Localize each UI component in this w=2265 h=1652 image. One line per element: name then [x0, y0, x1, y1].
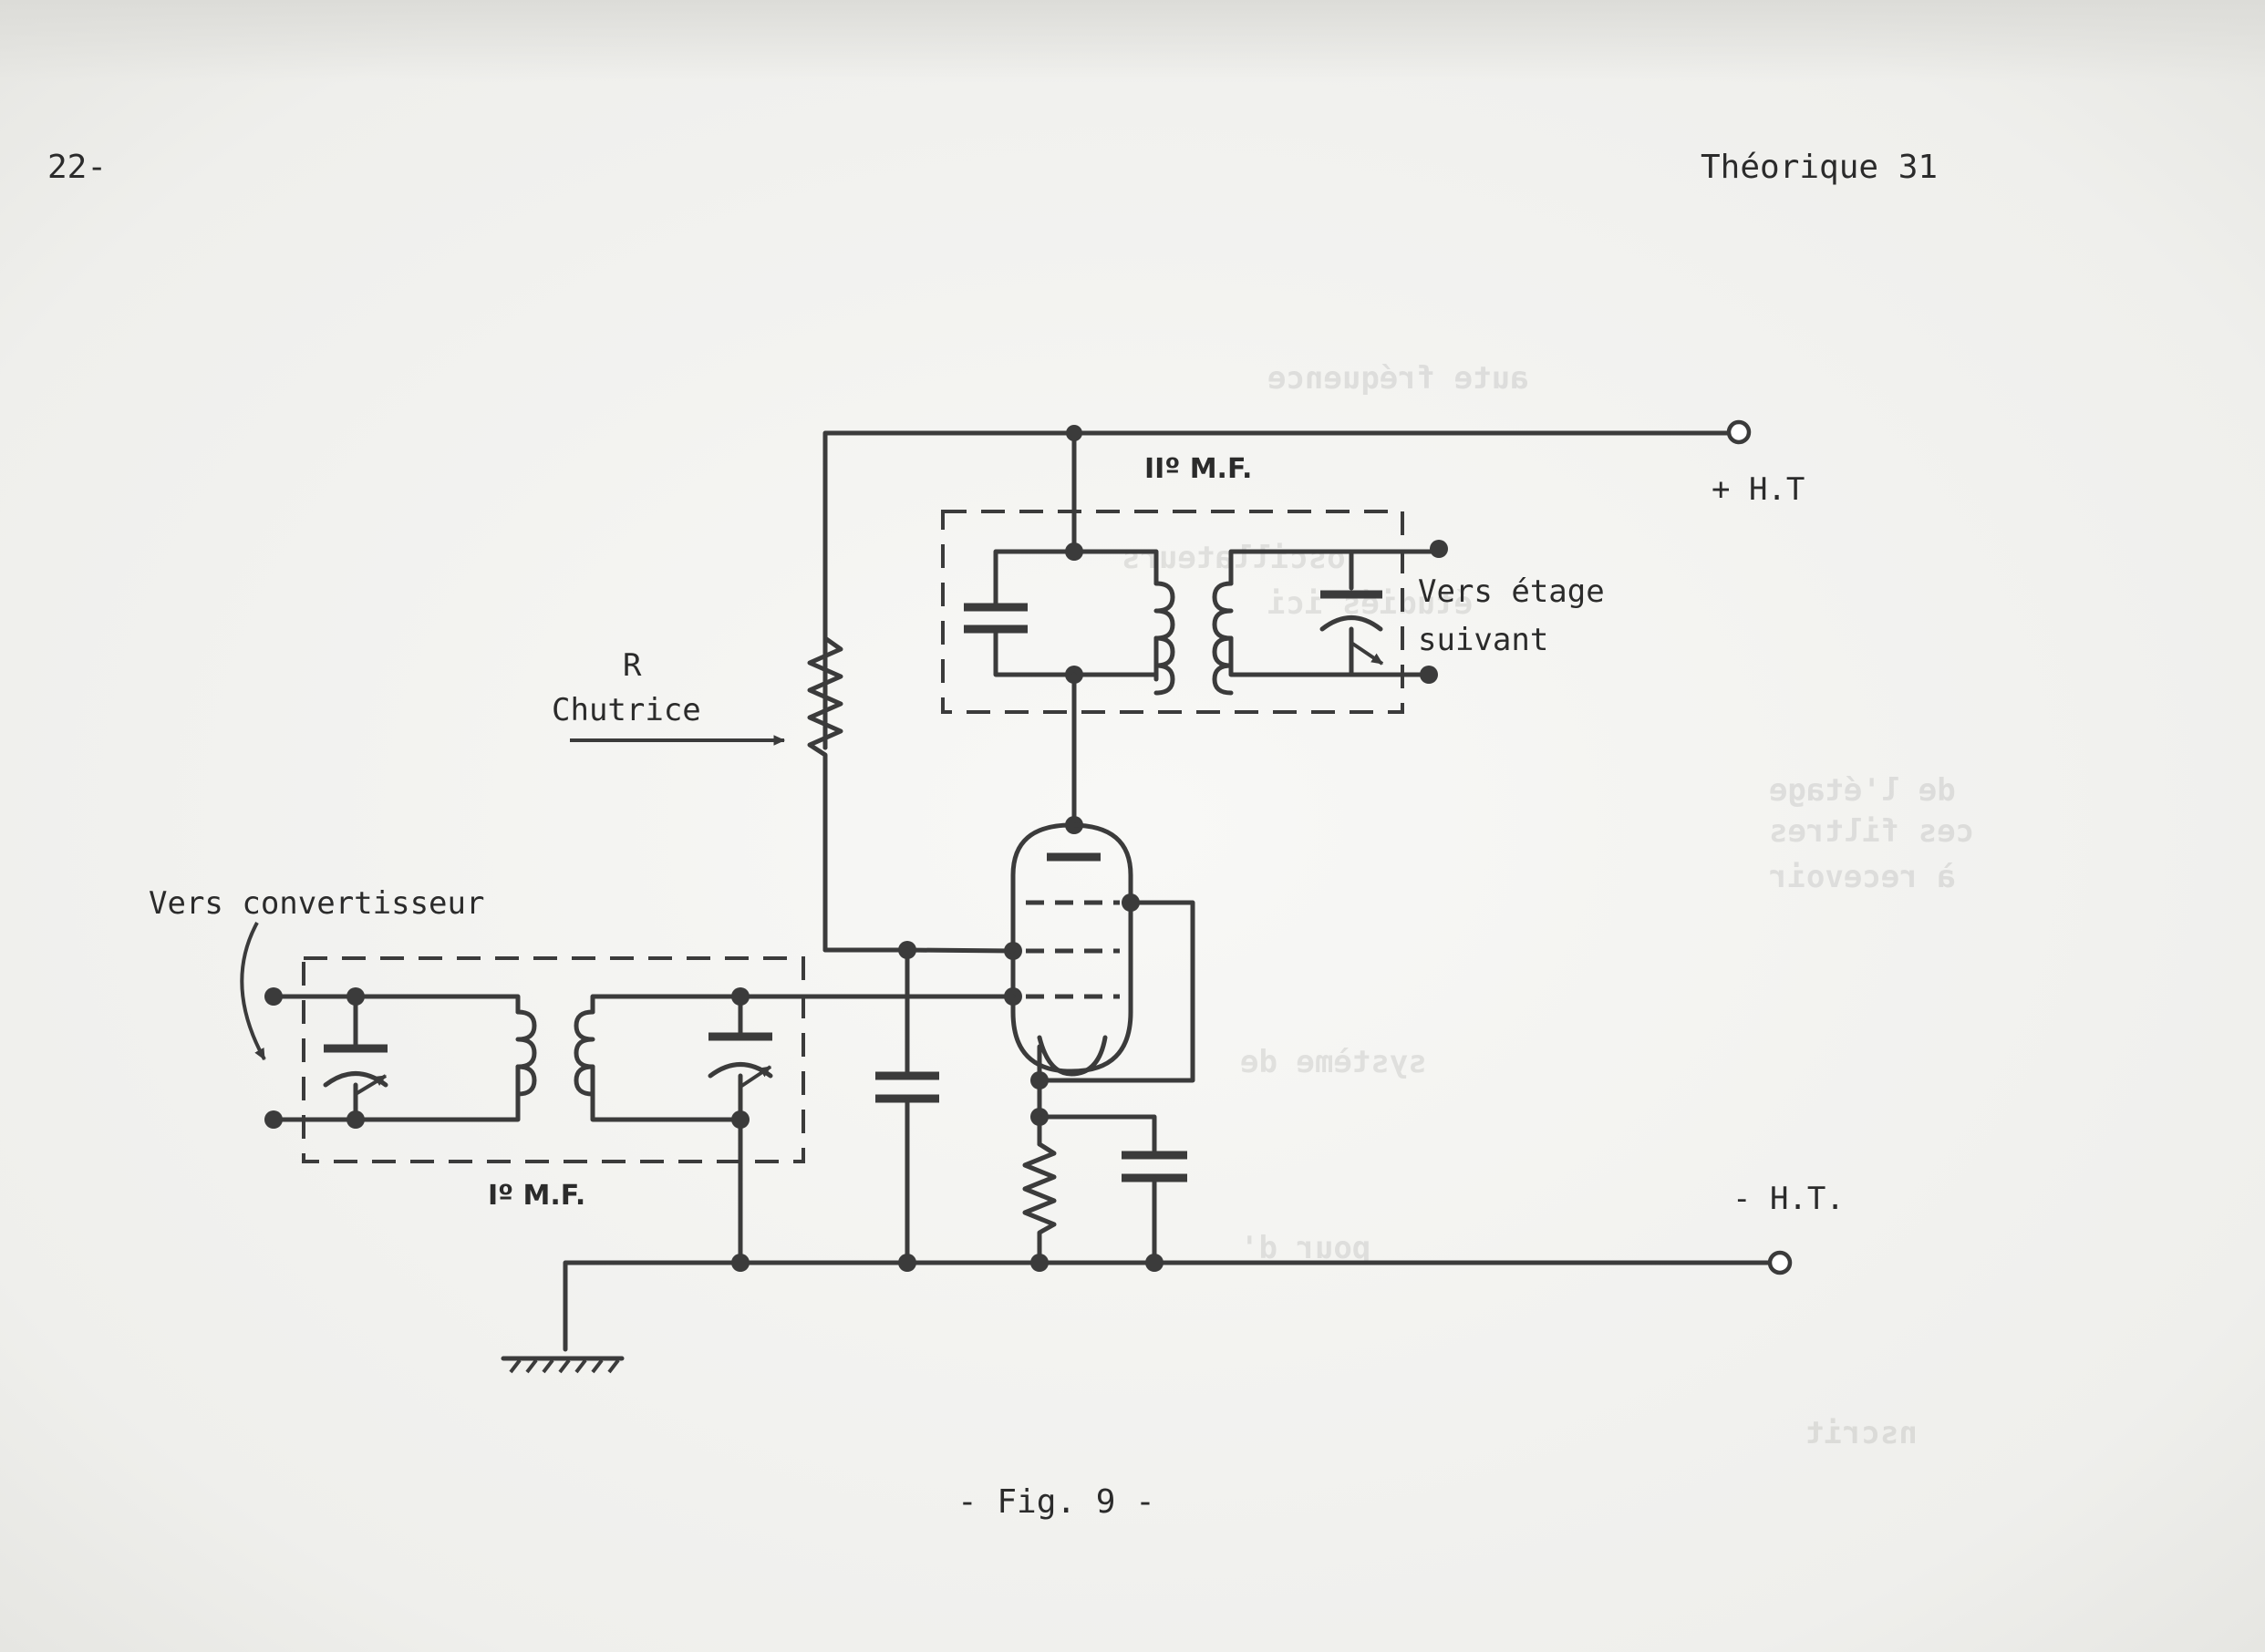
plus-ht-rail	[822, 419, 1752, 750]
minus-ht-label: - H.T.	[1732, 1181, 1845, 1217]
second-if-label: IIº M.F.	[1144, 453, 1253, 485]
page-number: 22-	[47, 149, 108, 186]
first-if-label: Iº M.F.	[488, 1180, 586, 1212]
cathode-bias	[1022, 1078, 1187, 1265]
next-stage-label: suivant	[1418, 622, 1549, 658]
figure-caption: - Fig. 9 -	[957, 1483, 1155, 1521]
second-if-shield	[941, 510, 1404, 714]
pentode-tube	[1004, 672, 1195, 1089]
input-terminal	[264, 987, 283, 1006]
plus-ht-label: + H.T	[1712, 471, 1805, 508]
tube-cathode	[1037, 1035, 1108, 1077]
running-title: Théorique 31	[1701, 149, 1939, 186]
tube-envelope	[1010, 822, 1133, 1074]
plus-ht-terminal	[1726, 419, 1752, 445]
screen-decoupling	[822, 941, 1016, 1265]
resistor-label: R	[623, 647, 642, 684]
input-terminal	[264, 1110, 283, 1129]
dropping-resistor	[570, 635, 843, 953]
trimmer-capacitor-icon	[1319, 615, 1383, 632]
converter-label: Vers convertisseur	[149, 885, 485, 922]
output-terminal	[1420, 666, 1438, 684]
next-stage-label: Vers étage	[1418, 573, 1605, 610]
output-terminal	[1430, 540, 1448, 558]
ground-icon	[501, 1356, 625, 1374]
resistor-label: Chutrice	[552, 692, 701, 728]
minus-ht-rail	[501, 1250, 1793, 1374]
first-if-shield	[302, 956, 805, 1163]
second-if-transformer	[941, 510, 1448, 828]
arrow-from-converter	[240, 922, 266, 1061]
minus-ht-terminal	[1767, 1250, 1793, 1275]
first-if-transformer	[240, 922, 1016, 1265]
